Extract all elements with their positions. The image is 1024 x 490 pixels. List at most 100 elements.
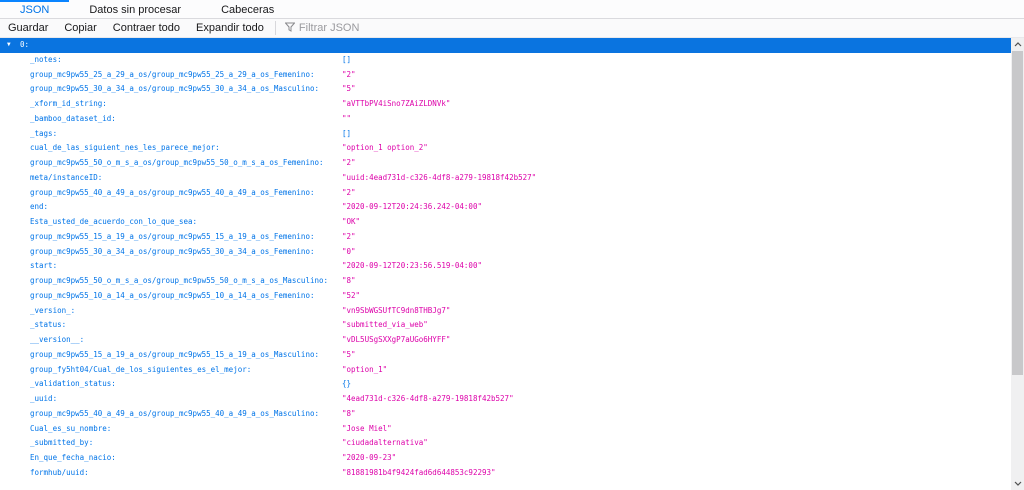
tree-row[interactable]: _tags: [] bbox=[0, 127, 1011, 142]
scroll-up-icon[interactable] bbox=[1011, 38, 1024, 51]
row-key: Cual_es_su_nombre: bbox=[30, 423, 112, 433]
tree-row[interactable]: _version_: "vn9SbWGSUfTC9dn8THBJg7" bbox=[0, 304, 1011, 319]
tree-row[interactable]: _notes: [] bbox=[0, 53, 1011, 68]
row-key: cual_de_las_siguient_nes_les_parece_mejo… bbox=[30, 143, 220, 153]
tree-row[interactable]: group_mc9pw55_40_a_49_a_os/group_mc9pw55… bbox=[0, 407, 1011, 422]
row-value: "2" bbox=[342, 231, 356, 241]
filter-json-input[interactable] bbox=[298, 22, 499, 34]
tree-row[interactable]: _uuid: "4ead731d-c326-4df8-a279-19818f42b… bbox=[0, 392, 1011, 407]
expand-all-button[interactable]: Expandir todo bbox=[196, 22, 264, 34]
row-key: _notes: bbox=[30, 54, 62, 64]
json-toolbar: Guardar Copiar Contraer todo Expandir to… bbox=[0, 19, 1024, 38]
tree-row[interactable]: formhub/uuid: "81881981b4f9424fad6d644853… bbox=[0, 466, 1011, 481]
row-key: start: bbox=[30, 261, 58, 271]
row-key: _version_: bbox=[30, 305, 76, 315]
row-value: "Jose Miel" bbox=[342, 423, 392, 433]
row-key: _uuid: bbox=[30, 394, 58, 403]
expand-twisty-icon[interactable]: ▼ bbox=[7, 41, 11, 48]
row-key: group_mc9pw55_15_a_19_a_os/group_mc9pw55… bbox=[30, 349, 319, 359]
row-value: "aVTTbPV4iSno7ZAiZLDNVk" bbox=[342, 99, 451, 108]
row-value: [] bbox=[342, 128, 352, 138]
row-key: __version__: bbox=[30, 335, 85, 344]
tab-json[interactable]: JSON bbox=[0, 0, 70, 18]
row-value: "ciudadalternativa" bbox=[342, 438, 428, 448]
tree-row[interactable]: end: "2020-09-12T20:24:36.242-04:00" bbox=[0, 200, 1011, 215]
tree-row[interactable]: _bamboo_dataset_id:"" bbox=[0, 112, 1011, 127]
tree-row[interactable]: group_mc9pw55_30_a_34_a_os/group_mc9pw55… bbox=[0, 245, 1011, 260]
vertical-scrollbar[interactable] bbox=[1011, 38, 1024, 490]
row-key: group_mc9pw55_50_o_m_s_a_os/group_mc9pw5… bbox=[30, 276, 329, 285]
json-viewer-tabbar: JSON Datos sin procesar Cabeceras bbox=[0, 0, 1024, 19]
root-row-0[interactable]: ▼ 0: bbox=[0, 38, 1011, 53]
row-value: "vDL5USgSXXgP7aUGo6HYFF" bbox=[342, 335, 451, 344]
collapse-all-button[interactable]: Contraer todo bbox=[112, 22, 181, 34]
row-value: "0" bbox=[342, 246, 356, 256]
row-key: group_mc9pw55_30_a_34_a_os/group_mc9pw55… bbox=[30, 246, 315, 256]
json-tree: ▼ 0: _notes: [] group_mc9pw55_25_a_29_a_os… bbox=[0, 38, 1024, 490]
row-value: "5" bbox=[342, 349, 356, 359]
row-value: [] bbox=[342, 54, 352, 64]
row-value: "2" bbox=[342, 69, 356, 79]
row-value: "option_1" bbox=[342, 364, 388, 374]
copy-button[interactable]: Copiar bbox=[64, 22, 97, 34]
row-key: group_mc9pw55_40_a_49_a_os/group_mc9pw55… bbox=[30, 187, 315, 197]
scrollbar-thumb[interactable] bbox=[1012, 51, 1023, 375]
json-rows: ▼ 0: _notes: [] group_mc9pw55_25_a_29_a_os… bbox=[0, 38, 1011, 481]
tree-row[interactable]: cual_de_las_siguient_nes_les_parece_mejo… bbox=[0, 141, 1011, 156]
tab-raw-data[interactable]: Datos sin procesar bbox=[89, 4, 182, 16]
row-key: group_mc9pw55_10_a_14_a_os/group_mc9pw55… bbox=[30, 290, 315, 300]
row-key: meta/instanceID: bbox=[30, 172, 103, 182]
tree-row[interactable]: _validation_status: {} bbox=[0, 377, 1011, 392]
tree-row[interactable]: meta/instanceID: "uuid:4ead731d-c326-4df8… bbox=[0, 171, 1011, 186]
tree-row[interactable]: _submitted_by: "ciudadalternativa" bbox=[0, 436, 1011, 451]
row-key: _status: bbox=[30, 320, 67, 330]
row-key: _xform_id_string: bbox=[30, 99, 107, 108]
tree-row[interactable]: group_mc9pw55_15_a_19_a_os/group_mc9pw55… bbox=[0, 230, 1011, 245]
row-key: group_mc9pw55_40_a_49_a_os/group_mc9pw55… bbox=[30, 408, 319, 418]
row-value: "2" bbox=[342, 158, 356, 167]
row-value: {} bbox=[342, 379, 352, 389]
row-key: _submitted_by: bbox=[30, 438, 94, 448]
tree-row[interactable]: group_mc9pw55_50_o_m_s_a_os/group_mc9pw5… bbox=[0, 274, 1011, 289]
row-value: "2" bbox=[342, 187, 356, 197]
tree-row[interactable]: Cual_es_su_nombre: "Jose Miel" bbox=[0, 422, 1011, 437]
tree-row[interactable]: _xform_id_string: "aVTTbPV4iSno7ZAiZLDNVk… bbox=[0, 97, 1011, 112]
scroll-down-icon[interactable] bbox=[1011, 477, 1024, 490]
row-key: _validation_status: bbox=[30, 379, 116, 389]
tree-row[interactable]: _status: "submitted_via_web" bbox=[0, 318, 1011, 333]
tree-row[interactable]: group_mc9pw55_30_a_34_a_os/group_mc9pw55… bbox=[0, 82, 1011, 97]
row-value: "2020-09-12T20:24:36.242-04:00" bbox=[342, 202, 482, 212]
row-value: "2020-09-12T20:23:56.519-04:00" bbox=[342, 261, 482, 271]
row-key: Esta_usted_de_acuerdo_con_lo_que_sea: bbox=[30, 217, 198, 226]
row-value: "uuid:4ead731d-c326-4df8-a279-19818f42b5… bbox=[342, 172, 537, 182]
row-key: end: bbox=[30, 202, 49, 212]
row-value: "81881981b4f9424fad6d644853c92293" bbox=[342, 467, 496, 477]
row-value: "submitted_via_web" bbox=[342, 320, 428, 330]
tree-row[interactable]: group_mc9pw55_10_a_14_a_os/group_mc9pw55… bbox=[0, 289, 1011, 304]
row-key: formhub/uuid: bbox=[30, 467, 89, 477]
tree-row[interactable]: group_mc9pw55_25_a_29_a_os/group_mc9pw55… bbox=[0, 68, 1011, 83]
tab-headers[interactable]: Cabeceras bbox=[221, 4, 275, 16]
row-key: En_que_fecha_nacio: bbox=[30, 453, 116, 462]
row-value: "4ead731d-c326-4df8-a279-19818f42b527" bbox=[342, 394, 514, 403]
row-value: "8" bbox=[342, 276, 356, 285]
row-value: "5" bbox=[342, 84, 356, 94]
row-value: "8" bbox=[342, 408, 356, 418]
toolbar-separator bbox=[274, 21, 276, 35]
row-value: "52" bbox=[342, 290, 361, 300]
tree-row[interactable]: group_mc9pw55_40_a_49_a_os/group_mc9pw55… bbox=[0, 186, 1011, 201]
row-value: "vn9SbWGSUfTC9dn8THBJg7" bbox=[342, 305, 451, 315]
save-button[interactable]: Guardar bbox=[8, 22, 49, 34]
row-value: "2020-09-23" bbox=[342, 453, 397, 462]
row-value: "" bbox=[342, 113, 352, 123]
row-key: _tags: bbox=[30, 128, 58, 138]
tree-row[interactable]: __version__: "vDL5USgSXXgP7aUGo6HYFF" bbox=[0, 333, 1011, 348]
tree-row[interactable]: group_mc9pw55_15_a_19_a_os/group_mc9pw55… bbox=[0, 348, 1011, 363]
tree-row[interactable]: En_que_fecha_nacio: "2020-09-23" bbox=[0, 451, 1011, 466]
row-key: group_mc9pw55_30_a_34_a_os/group_mc9pw55… bbox=[30, 84, 319, 94]
tree-row[interactable]: Esta_usted_de_acuerdo_con_lo_que_sea:"OK… bbox=[0, 215, 1011, 230]
filter-container bbox=[279, 22, 1024, 35]
tree-row[interactable]: group_mc9pw55_50_o_m_s_a_os/group_mc9pw5… bbox=[0, 156, 1011, 171]
tree-row[interactable]: group_fy5ht04/Cual_de_los_siguientes_es_… bbox=[0, 363, 1011, 378]
tree-row[interactable]: start: "2020-09-12T20:23:56.519-04:00" bbox=[0, 259, 1011, 274]
